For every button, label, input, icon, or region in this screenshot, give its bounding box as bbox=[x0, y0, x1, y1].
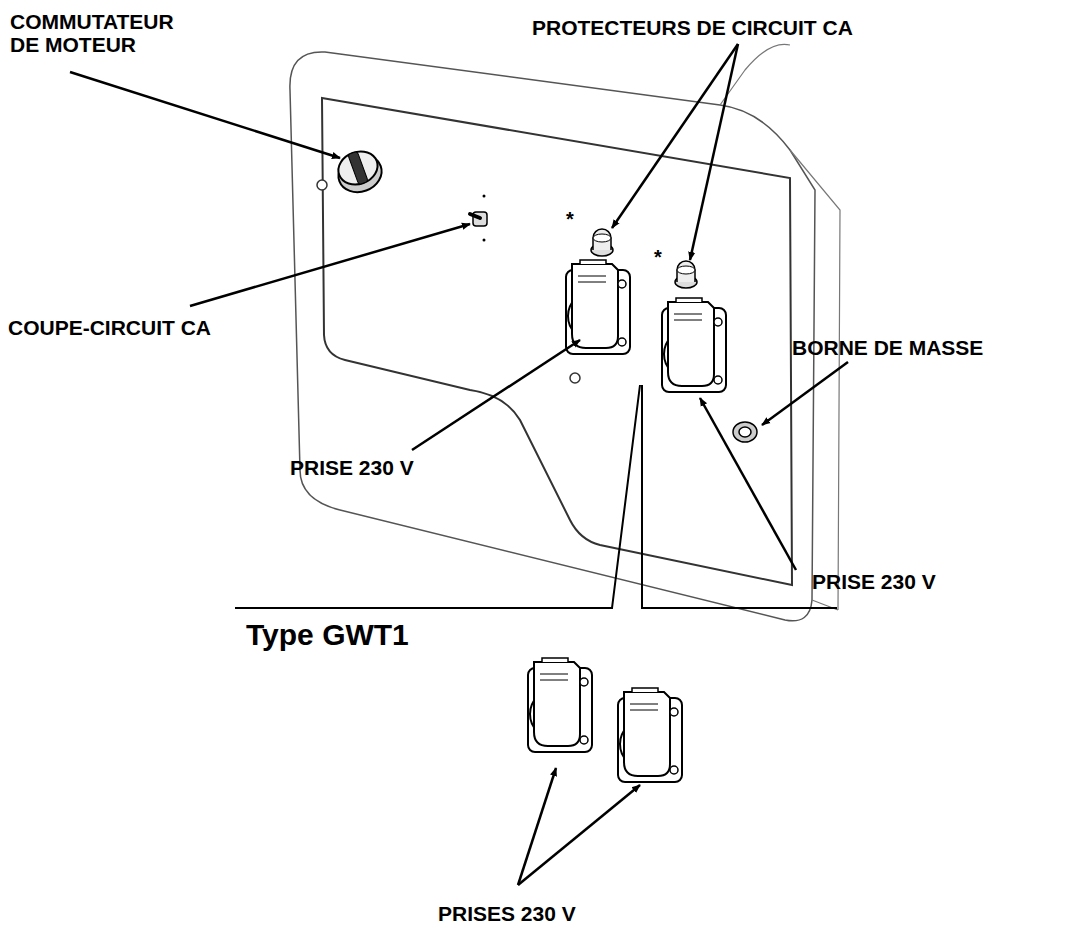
bracket bbox=[235, 385, 837, 608]
part-label: PROTECTEURS DE CIRCUIT CA bbox=[532, 16, 992, 39]
panel-hole bbox=[317, 180, 327, 190]
leader-line bbox=[412, 340, 580, 450]
control-panel bbox=[322, 98, 792, 585]
leader-line bbox=[518, 768, 556, 885]
socket bbox=[618, 688, 682, 782]
note-mark: * bbox=[566, 208, 586, 230]
leader-line bbox=[70, 72, 340, 158]
note-mark: * bbox=[654, 246, 674, 268]
part-label: BORNE DE MASSE bbox=[792, 336, 1082, 359]
toggle-switch bbox=[470, 195, 487, 242]
part-label: PRISE 230 V bbox=[290, 456, 490, 479]
circuit-protector bbox=[675, 261, 697, 288]
part-label: PRISE 230 V bbox=[812, 570, 1012, 593]
panel-hole bbox=[570, 373, 580, 383]
leader-line bbox=[518, 785, 640, 885]
circuit-protector bbox=[591, 229, 613, 256]
engine-switch bbox=[332, 145, 387, 198]
leader-lines bbox=[70, 44, 848, 885]
socket bbox=[566, 260, 630, 354]
socket bbox=[662, 298, 726, 392]
housing-outline bbox=[290, 52, 815, 621]
variant-title: Type GWT1 bbox=[246, 618, 486, 651]
ground-terminal bbox=[733, 422, 757, 442]
part-label: COMMUTATEUR DE MOTEUR bbox=[10, 10, 180, 56]
part-label: PRISES 230 V bbox=[438, 902, 658, 925]
socket bbox=[528, 658, 592, 752]
leader-line bbox=[612, 44, 738, 228]
part-label: COUPE-CIRCUIT CA bbox=[8, 316, 308, 339]
leader-line bbox=[700, 398, 796, 570]
leader-line bbox=[762, 362, 848, 425]
leader-line bbox=[190, 224, 470, 306]
leader-line bbox=[690, 44, 738, 260]
